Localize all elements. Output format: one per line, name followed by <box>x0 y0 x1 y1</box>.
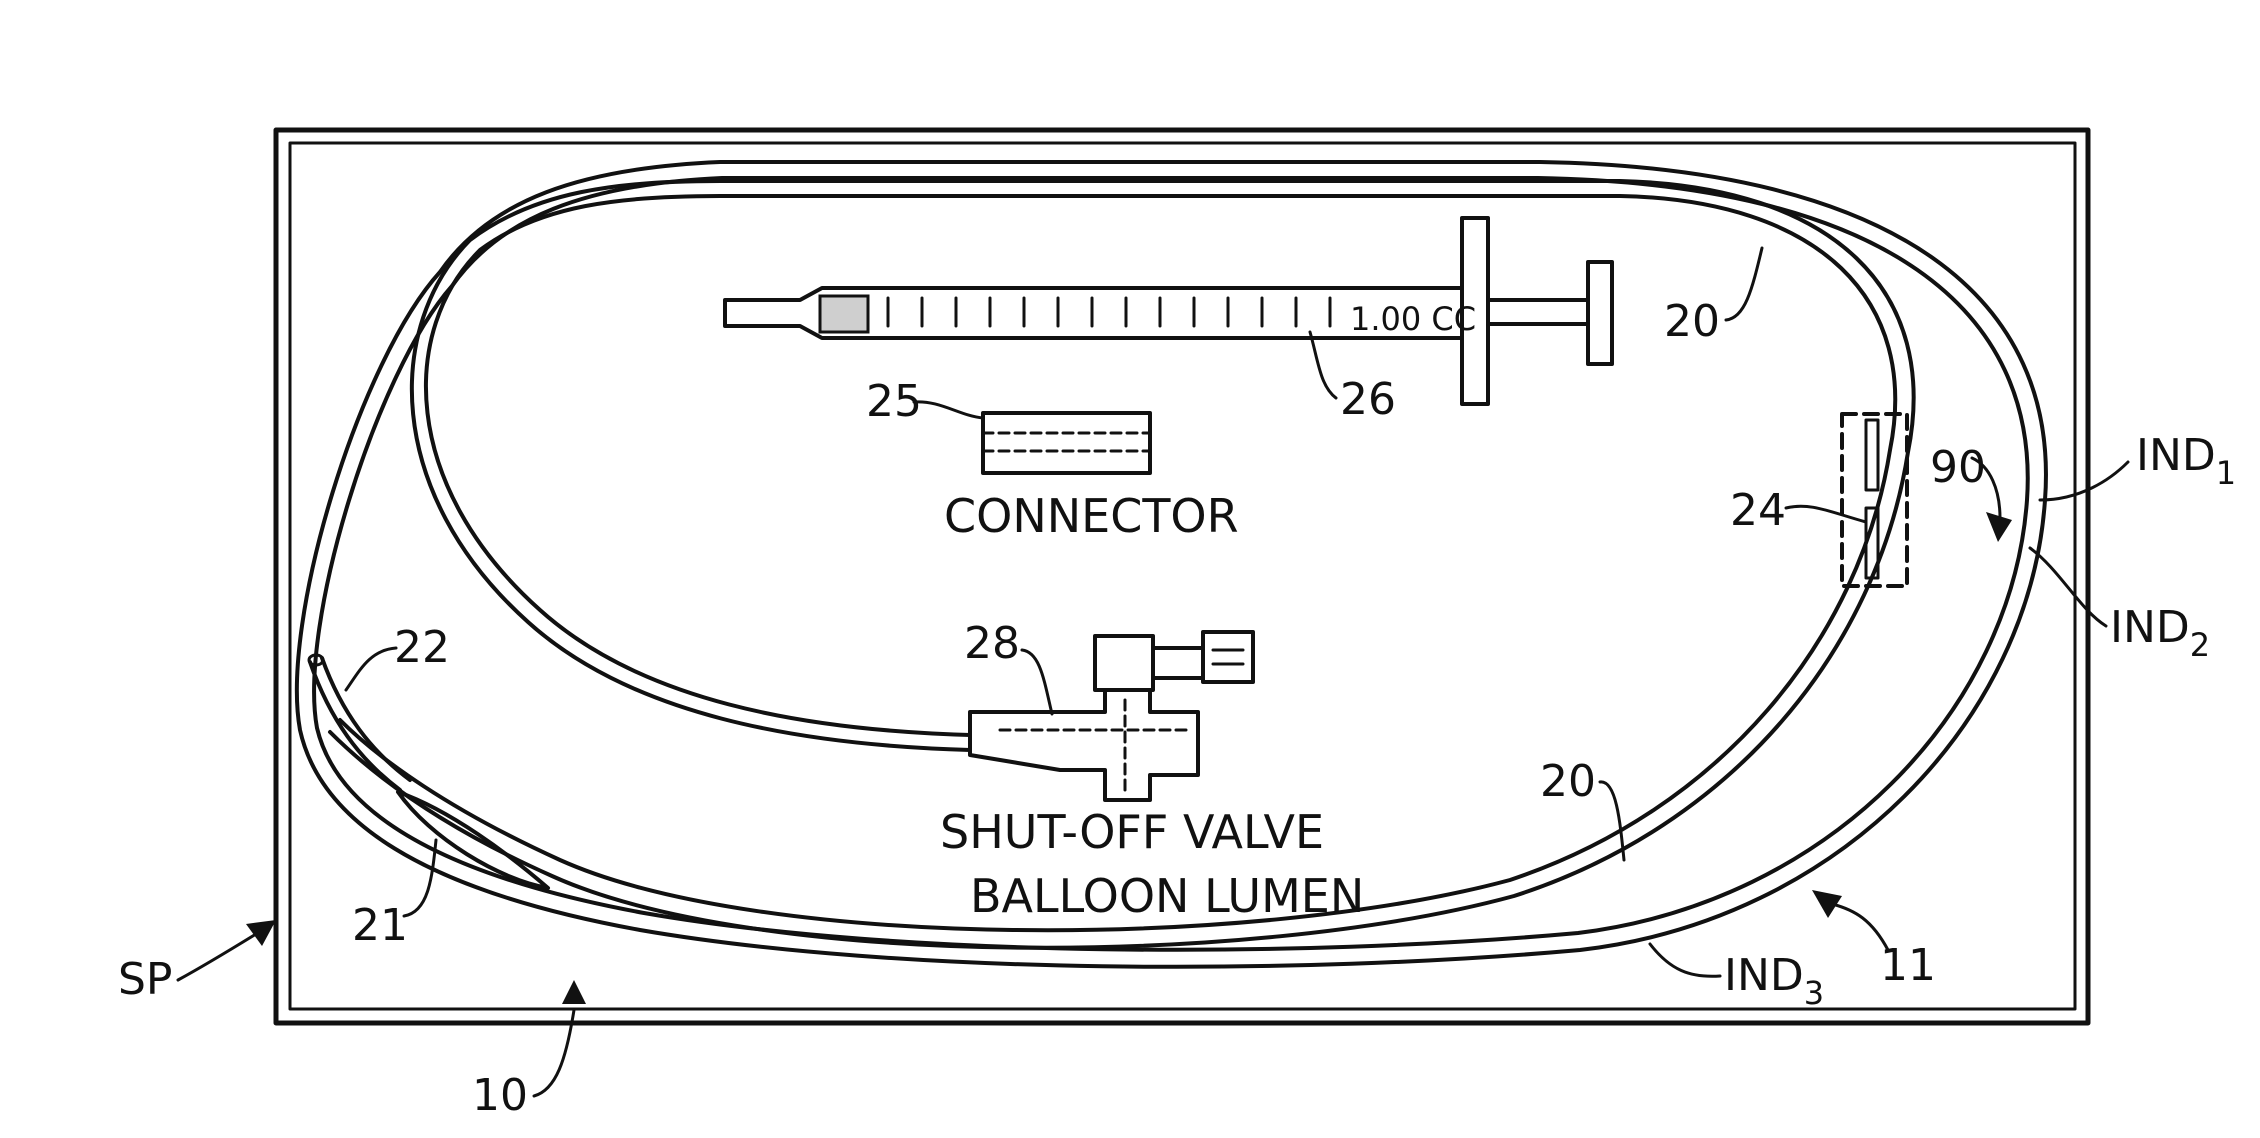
package-ref-label: 10 <box>472 1070 528 1121</box>
sp-label: SP <box>118 954 172 1005</box>
balloon-ref-label: 21 <box>352 900 408 951</box>
valve-caption-line2: BALLOON LUMEN <box>970 869 1364 923</box>
connector-25 <box>983 413 1150 473</box>
marker-ref-label: 24 <box>1730 485 1786 536</box>
syringe-26 <box>725 218 1612 404</box>
syringe-ref-label: 26 <box>1340 374 1396 425</box>
valve-caption-line1: SHUT-OFF VALVE <box>940 805 1324 859</box>
ind1-label: IND1 <box>2136 430 2236 492</box>
catheter-tip-22 <box>309 655 410 790</box>
indicator-ref-label: 90 <box>1930 442 1986 493</box>
connector-caption: CONNECTOR <box>944 489 1239 543</box>
ind3-label: IND3 <box>1724 950 1824 1012</box>
tip-ref-label: 22 <box>394 622 450 673</box>
syringe-scale-label: 1.00 CC <box>1350 300 1476 338</box>
ind2-label: IND2 <box>2110 602 2210 664</box>
catheter-ref-label-top: 20 <box>1664 296 1720 347</box>
catheter-ref-label-bottom: 20 <box>1540 756 1596 807</box>
valve-ref-label: 28 <box>964 618 1020 669</box>
